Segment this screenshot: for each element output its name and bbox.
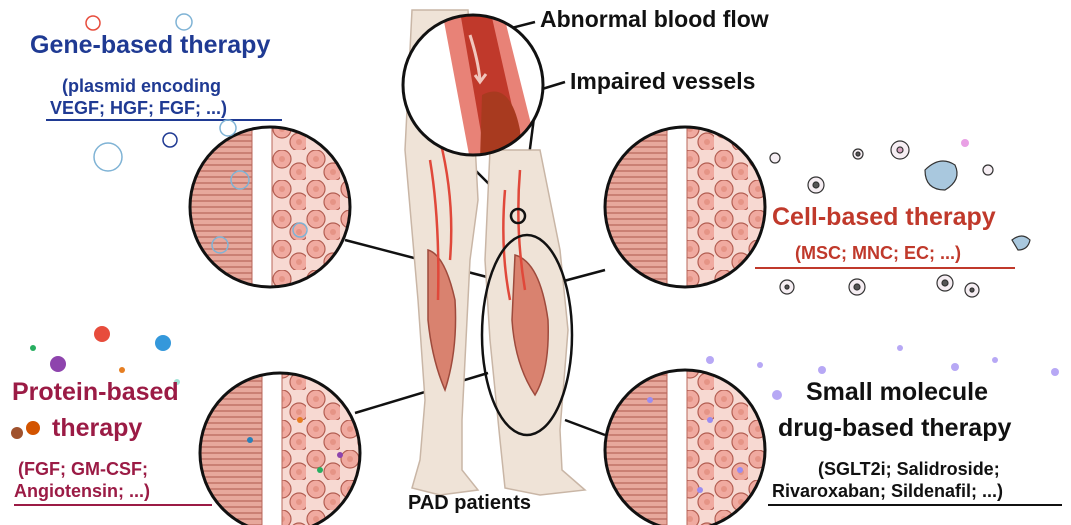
connector-small-molecule: [565, 420, 605, 435]
gene-therapy-detail-1: (plasmid encoding: [62, 77, 221, 95]
protein-therapy-title-1: Protein-based: [12, 380, 179, 405]
protein-therapy-title-2: therapy: [52, 416, 142, 441]
pad-patients-label: PAD patients: [408, 493, 531, 513]
gene-therapy-detail-2: VEGF; HGF; FGF; ...): [50, 99, 227, 117]
gene-therapy-title: Gene-based therapy: [30, 33, 270, 58]
protein-therapy-detail-1: (FGF; GM-CSF;: [18, 460, 148, 478]
small-molecule-detail-1: (SGLT2i; Salidroside;: [818, 460, 1000, 478]
abnormal-blood-flow-label: Abnormal blood flow: [540, 8, 769, 31]
connector-cell: [560, 270, 605, 282]
connector-protein: [355, 373, 488, 413]
small-molecule-title-1: Small molecule: [806, 380, 988, 405]
small-molecule-title-2: drug-based therapy: [778, 416, 1011, 441]
protein-therapy-detail-2: Angiotensin; ...): [14, 482, 150, 500]
tissue-circle-small-molecule: [605, 370, 775, 525]
impaired-vessels-label: Impaired vessels: [570, 70, 755, 93]
cell-therapy-detail: (MSC; MNC; EC; ...): [795, 244, 961, 262]
tissue-circle-protein: [200, 373, 370, 525]
tissue-circle-gene: [190, 127, 360, 287]
small-molecule-detail-2: Rivaroxaban; Sildenafil; ...): [772, 482, 1003, 500]
tissue-circle-cell: [605, 127, 775, 287]
cell-therapy-title: Cell-based therapy: [772, 205, 996, 230]
